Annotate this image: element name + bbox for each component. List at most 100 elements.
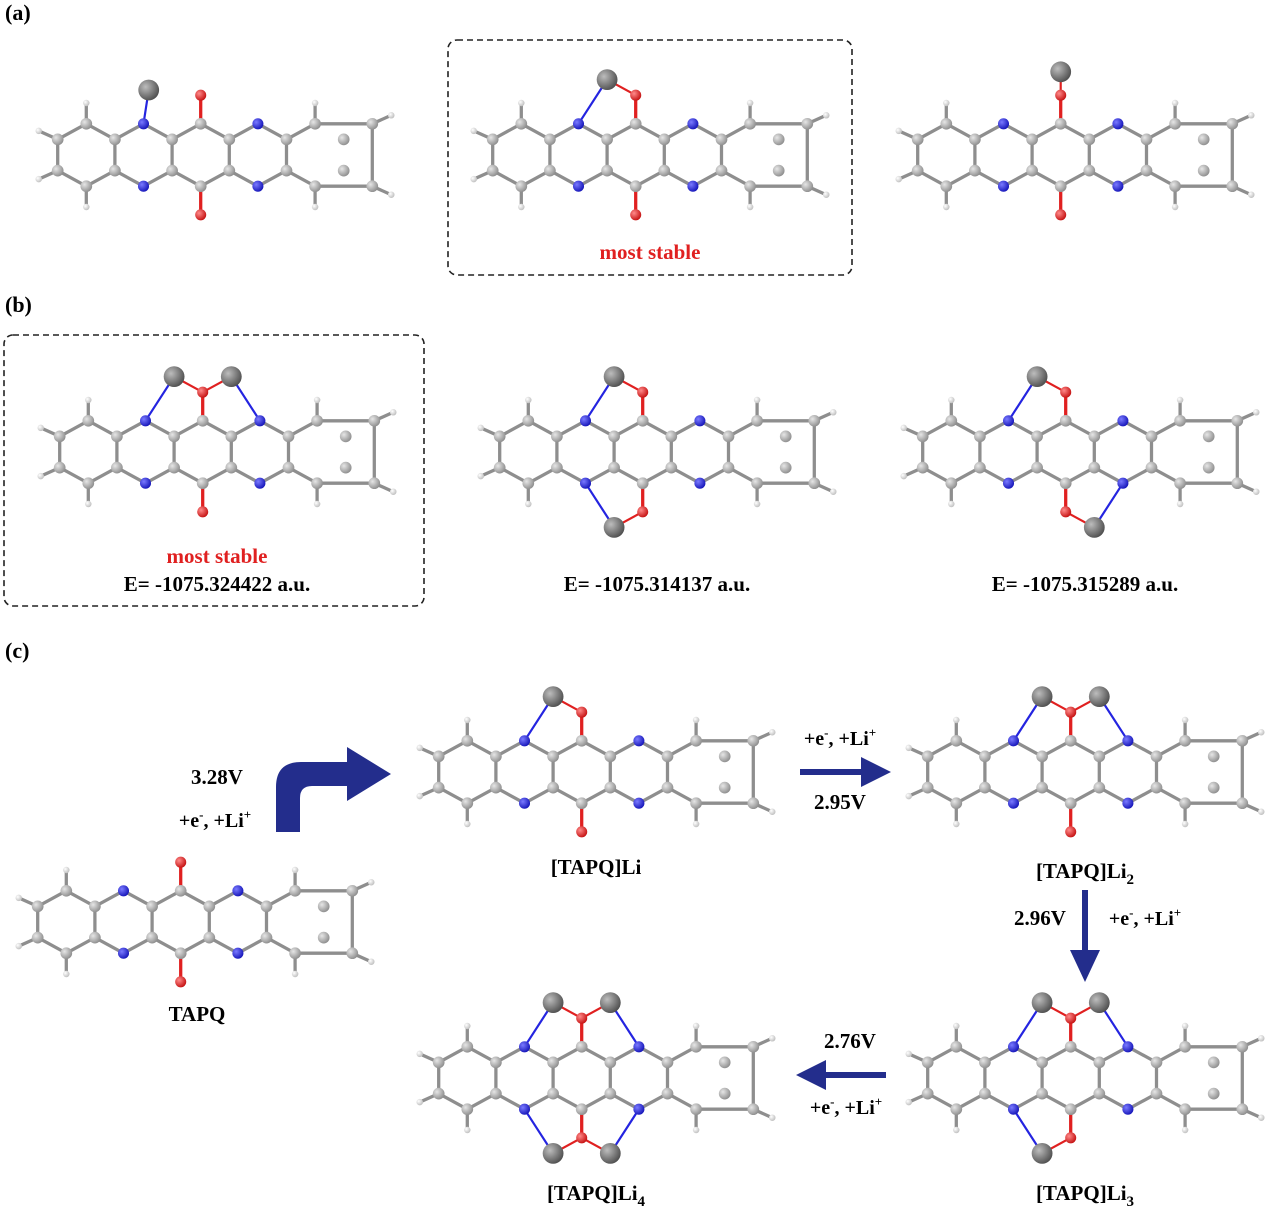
molecule-a2 — [470, 69, 830, 221]
hydrogen-atom — [1171, 99, 1179, 107]
hydrogen-atom — [905, 1098, 912, 1106]
carbon-atom — [1064, 797, 1077, 810]
carbon-atom — [309, 117, 321, 130]
oxygen-atom — [175, 976, 187, 988]
energy-b3: E= -1075.315289 a.u. — [992, 572, 1178, 596]
name-tapq-li3: [TAPQ]Li3 — [1036, 1181, 1134, 1210]
carbon-atom — [1054, 180, 1067, 193]
name-tapq: TAPQ — [169, 1002, 226, 1026]
energy-b2: E= -1075.314137 a.u. — [564, 572, 750, 596]
carbon-atom — [1202, 430, 1215, 443]
carbon-atom — [223, 164, 236, 177]
oxygen-atom — [1065, 1012, 1077, 1024]
nitrogen-atom — [687, 118, 699, 130]
lithium-atom — [603, 517, 625, 538]
hydrogen-atom — [900, 424, 907, 432]
nitrogen-atom — [1007, 1103, 1020, 1115]
oxygen-atom — [197, 506, 209, 518]
oxygen-atom — [1065, 706, 1077, 718]
carbon-atom — [744, 180, 756, 193]
nitrogen-atom — [139, 415, 152, 427]
carbon-atom — [1179, 734, 1191, 747]
nitrogen-atom — [1122, 1041, 1134, 1053]
hydrogen-atom — [525, 500, 532, 508]
carbon-atom — [601, 133, 613, 146]
carbon-atom — [1036, 750, 1048, 763]
carbon-atom — [661, 1056, 674, 1069]
carbon-atom — [522, 477, 535, 490]
carbon-atom — [747, 1040, 760, 1053]
carbon-atom — [1179, 1040, 1191, 1053]
carbon-atom — [432, 1087, 445, 1100]
molecule-b1 — [37, 366, 397, 518]
carbon-atom — [715, 164, 728, 177]
carbon-atom — [309, 180, 321, 193]
carbon-atom — [1150, 1056, 1163, 1069]
hydrogen-atom — [753, 396, 761, 404]
carbon-atom — [486, 133, 499, 146]
carbon-atom — [166, 133, 178, 146]
hydrogen-atom — [943, 99, 950, 107]
molecule-tapq-li4 — [416, 992, 776, 1164]
lithium-atom — [220, 366, 242, 387]
oxygen-atom — [175, 856, 187, 868]
lithium-atom — [542, 992, 564, 1013]
carbon-atom — [547, 781, 559, 794]
hydrogen-atom — [464, 820, 471, 828]
carbon-atom — [282, 430, 295, 443]
carbon-atom — [168, 430, 180, 443]
carbon-atom — [1064, 1040, 1077, 1053]
name-tapq-li: [TAPQ]Li — [551, 855, 642, 879]
hydrogen-atom — [35, 127, 42, 135]
hydrogen-atom — [943, 203, 950, 211]
carbon-atom — [1236, 1103, 1249, 1116]
carbon-atom — [801, 180, 814, 193]
carbon-atom — [1083, 133, 1096, 146]
carbon-atom — [1036, 1056, 1048, 1069]
carbon-atom — [1140, 164, 1153, 177]
nitrogen-atom — [117, 885, 130, 897]
molecule-b3 — [900, 366, 1260, 538]
carbon-atom — [921, 1056, 934, 1069]
carbon-atom — [1231, 414, 1244, 427]
hydrogen-atom — [464, 1022, 471, 1030]
nitrogen-atom — [139, 477, 152, 489]
hydrogen-atom — [390, 409, 397, 416]
hydrogen-atom — [15, 894, 22, 902]
carbon-atom — [1093, 1087, 1106, 1100]
carbon-atom — [772, 164, 785, 177]
carbon-atom — [1207, 781, 1220, 794]
arrow-step-4 — [796, 1060, 886, 1090]
carbon-atom — [604, 1087, 617, 1100]
carbon-atom — [911, 133, 924, 146]
carbon-atom — [346, 947, 359, 960]
carbon-atom — [317, 931, 330, 944]
hydrogen-atom — [692, 820, 700, 828]
carbon-atom — [31, 900, 44, 913]
carbon-atom — [1169, 117, 1181, 130]
hydrogen-atom — [1176, 396, 1184, 404]
carbon-atom — [1236, 1040, 1249, 1053]
hydrogen-atom — [1258, 808, 1265, 815]
reaction-step-1: +e-, +Li+ — [179, 807, 251, 832]
lithium-atom — [1031, 686, 1053, 707]
nitrogen-atom — [997, 180, 1010, 192]
nitrogen-atom — [254, 415, 266, 427]
voltage-step-2: 2.95V — [814, 790, 866, 814]
carbon-atom — [111, 461, 123, 474]
carbon-atom — [1236, 797, 1249, 810]
name-tapq-li2: [TAPQ]Li2 — [1036, 859, 1134, 888]
carbon-atom — [747, 734, 760, 747]
hydrogen-atom — [470, 175, 477, 183]
carbon-atom — [718, 781, 731, 794]
most-stable-label-a: most stable — [600, 240, 701, 264]
carbon-atom — [289, 947, 301, 960]
carbon-atom — [1026, 133, 1038, 146]
hydrogen-atom — [830, 409, 837, 416]
carbon-atom — [60, 884, 73, 897]
hydrogen-atom — [477, 424, 484, 432]
carbon-atom — [490, 750, 502, 763]
carbon-atom — [225, 461, 238, 474]
hydrogen-atom — [1258, 1035, 1265, 1042]
hydrogen-atom — [905, 744, 912, 752]
